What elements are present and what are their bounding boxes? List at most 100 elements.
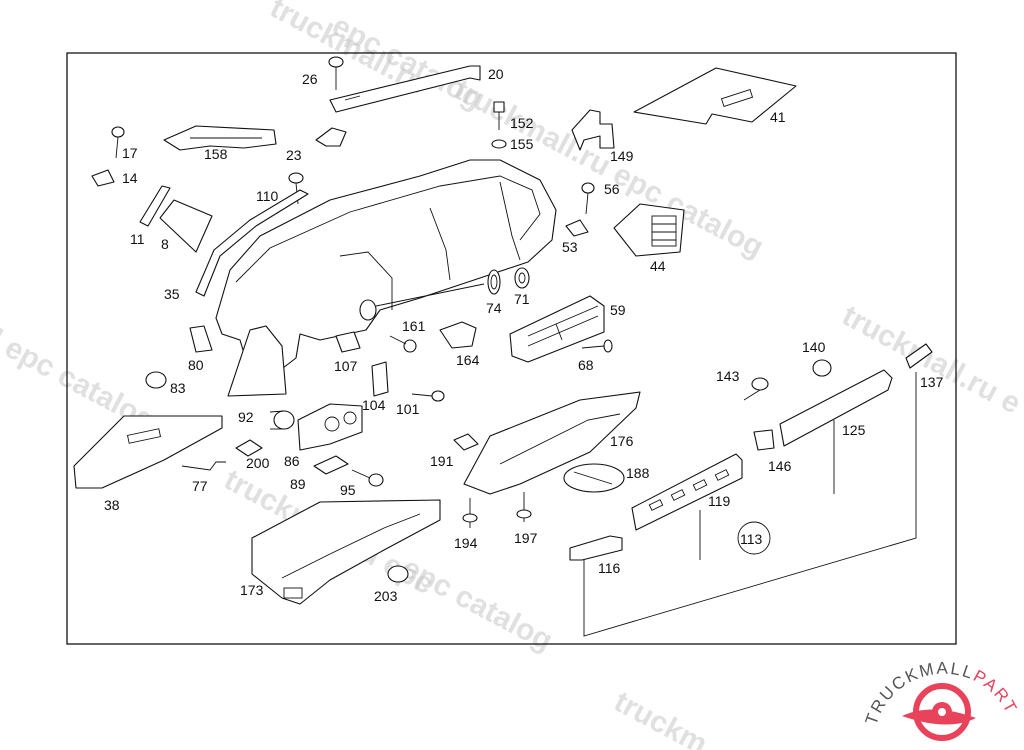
screw-56 — [581, 182, 595, 194]
callout-116: 116 — [598, 560, 621, 576]
callout-191: 191 — [430, 453, 454, 469]
callout-41: 41 — [770, 109, 786, 125]
screw-161 — [403, 339, 417, 353]
switch-panel-86 — [297, 403, 363, 451]
callout-71: 71 — [514, 291, 530, 307]
lower-panel-173 — [251, 499, 441, 605]
watermark-text: truckm — [609, 685, 713, 750]
callout-17: 17 — [122, 145, 138, 161]
nut-203 — [387, 565, 409, 583]
part-shapes — [73, 56, 933, 637]
callout-83: 83 — [170, 380, 186, 396]
trim-strip-20 — [329, 65, 481, 113]
clip-200 — [235, 439, 263, 457]
screw-143 — [751, 377, 769, 391]
callout-158: 158 — [204, 146, 228, 162]
gear-icon — [902, 683, 976, 741]
cover-38 — [73, 415, 223, 489]
callout-92: 92 — [238, 409, 254, 425]
group-bracket-113 — [583, 372, 917, 637]
end-piece-92 — [227, 325, 287, 397]
bracket-77 — [181, 461, 226, 471]
callout-23: 23 — [286, 147, 302, 163]
diagram-frame — [66, 52, 957, 645]
callout-59: 59 — [610, 302, 626, 318]
callout-labels: 20 26 152 155 149 41 17 158 23 14 110 56… — [104, 66, 944, 604]
callout-161: 161 — [402, 318, 426, 334]
callout-44: 44 — [650, 258, 666, 274]
callout-110: 110 — [256, 188, 279, 204]
vent-59 — [509, 295, 605, 363]
callout-146: 146 — [768, 458, 792, 474]
callout-176: 176 — [610, 433, 634, 449]
callout-101: 101 — [396, 401, 420, 417]
callout-89: 89 — [290, 476, 306, 492]
strip-35 — [195, 189, 309, 297]
clip-80 — [189, 325, 213, 353]
callout-152: 152 — [510, 115, 534, 131]
callout-119: 119 — [708, 493, 731, 509]
callout-80: 80 — [188, 357, 204, 373]
clip-146 — [753, 429, 775, 451]
callout-56: 56 — [604, 181, 620, 197]
callout-107: 107 — [334, 358, 358, 374]
clip-23 — [315, 127, 347, 147]
callout-38: 38 — [104, 497, 120, 513]
screw-194 — [462, 513, 478, 523]
glovebox-176 — [463, 391, 641, 495]
callout-149: 149 — [610, 148, 634, 164]
nut-83 — [145, 371, 167, 389]
callout-173: 173 — [240, 582, 264, 598]
panel-41 — [633, 67, 797, 125]
bracket-149 — [571, 109, 615, 151]
callout-164: 164 — [456, 352, 480, 368]
vent-44 — [613, 203, 685, 257]
callout-86: 86 — [284, 453, 300, 469]
ignition-hole — [359, 299, 377, 321]
strip-11 — [139, 185, 171, 227]
bracket-89 — [313, 455, 349, 475]
washer-155 — [491, 139, 507, 149]
callout-137: 137 — [920, 374, 944, 390]
callout-35: 35 — [164, 286, 180, 302]
clip-191 — [453, 433, 479, 451]
callout-143: 143 — [716, 368, 740, 384]
cover-8 — [159, 199, 213, 253]
screw-197 — [516, 509, 532, 519]
clip-107 — [335, 331, 361, 353]
callout-188: 188 — [626, 465, 650, 481]
callout-95: 95 — [340, 482, 356, 498]
callout-104: 104 — [362, 397, 386, 413]
part-92 — [273, 410, 295, 430]
ring-71 — [514, 267, 530, 289]
screw-95 — [368, 473, 384, 487]
screw-110 — [288, 172, 304, 184]
bracket-104 — [371, 361, 389, 397]
clip-53 — [565, 219, 589, 237]
screw-17 — [111, 126, 125, 138]
callout-74: 74 — [486, 300, 502, 316]
callout-68: 68 — [578, 357, 594, 373]
callout-194: 194 — [454, 535, 478, 551]
end-cap-137 — [905, 343, 933, 369]
callout-8: 8 — [161, 236, 169, 252]
bracket-164 — [439, 321, 477, 349]
ring-74 — [487, 269, 501, 295]
callout-77: 77 — [192, 478, 208, 494]
screw-26 — [328, 56, 344, 68]
callout-11: 11 — [130, 231, 145, 247]
callout-203: 203 — [374, 588, 398, 604]
callout-20: 20 — [488, 66, 504, 82]
watermark-text: epc catalog — [397, 551, 558, 658]
callout-14: 14 — [122, 170, 138, 186]
callout-113: 113 — [740, 531, 763, 547]
trim-119 — [631, 453, 743, 531]
trim-125 — [779, 369, 893, 447]
screw-101 — [431, 390, 445, 402]
callout-155: 155 — [510, 136, 534, 152]
callout-197: 197 — [514, 530, 538, 546]
clip-14 — [91, 169, 115, 187]
callout-26: 26 — [302, 71, 318, 87]
bolt-152 — [493, 101, 505, 113]
